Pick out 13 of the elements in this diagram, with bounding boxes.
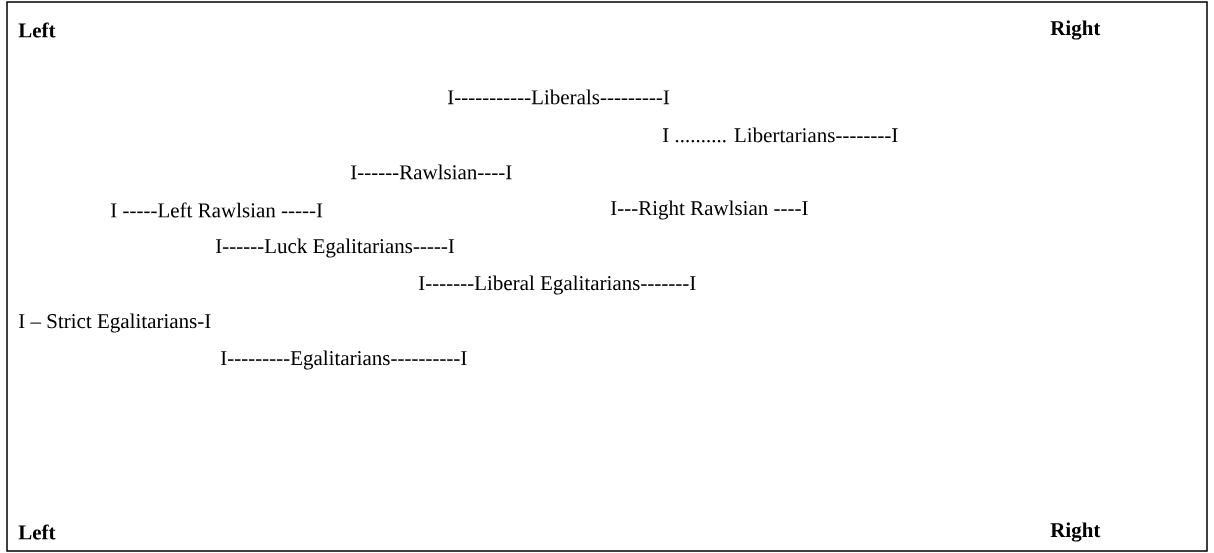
range-label: I .......... Libertarians--------I [662, 127, 898, 143]
axis-label: Right [1050, 522, 1101, 542]
range-label: I – Strict Egalitarians-I [18, 313, 211, 333]
range-label: I -----Left Rawlsian -----I [110, 202, 323, 218]
axis-label: Right [1050, 20, 1101, 40]
range-label: I-------Liberal Egalitarians-------I [418, 275, 696, 295]
range-label: I---Right Rawlsian ----I [610, 200, 808, 220]
range-label: I---------Egalitarians----------I [220, 350, 467, 370]
axis-label: Left [18, 22, 56, 38]
range-label: I-----------Liberals---------I [447, 89, 670, 105]
axis-label: Left [18, 524, 56, 540]
range-label: I------Luck Egalitarians-----I [215, 238, 455, 258]
range-label: I------Rawlsian----I [350, 164, 512, 180]
